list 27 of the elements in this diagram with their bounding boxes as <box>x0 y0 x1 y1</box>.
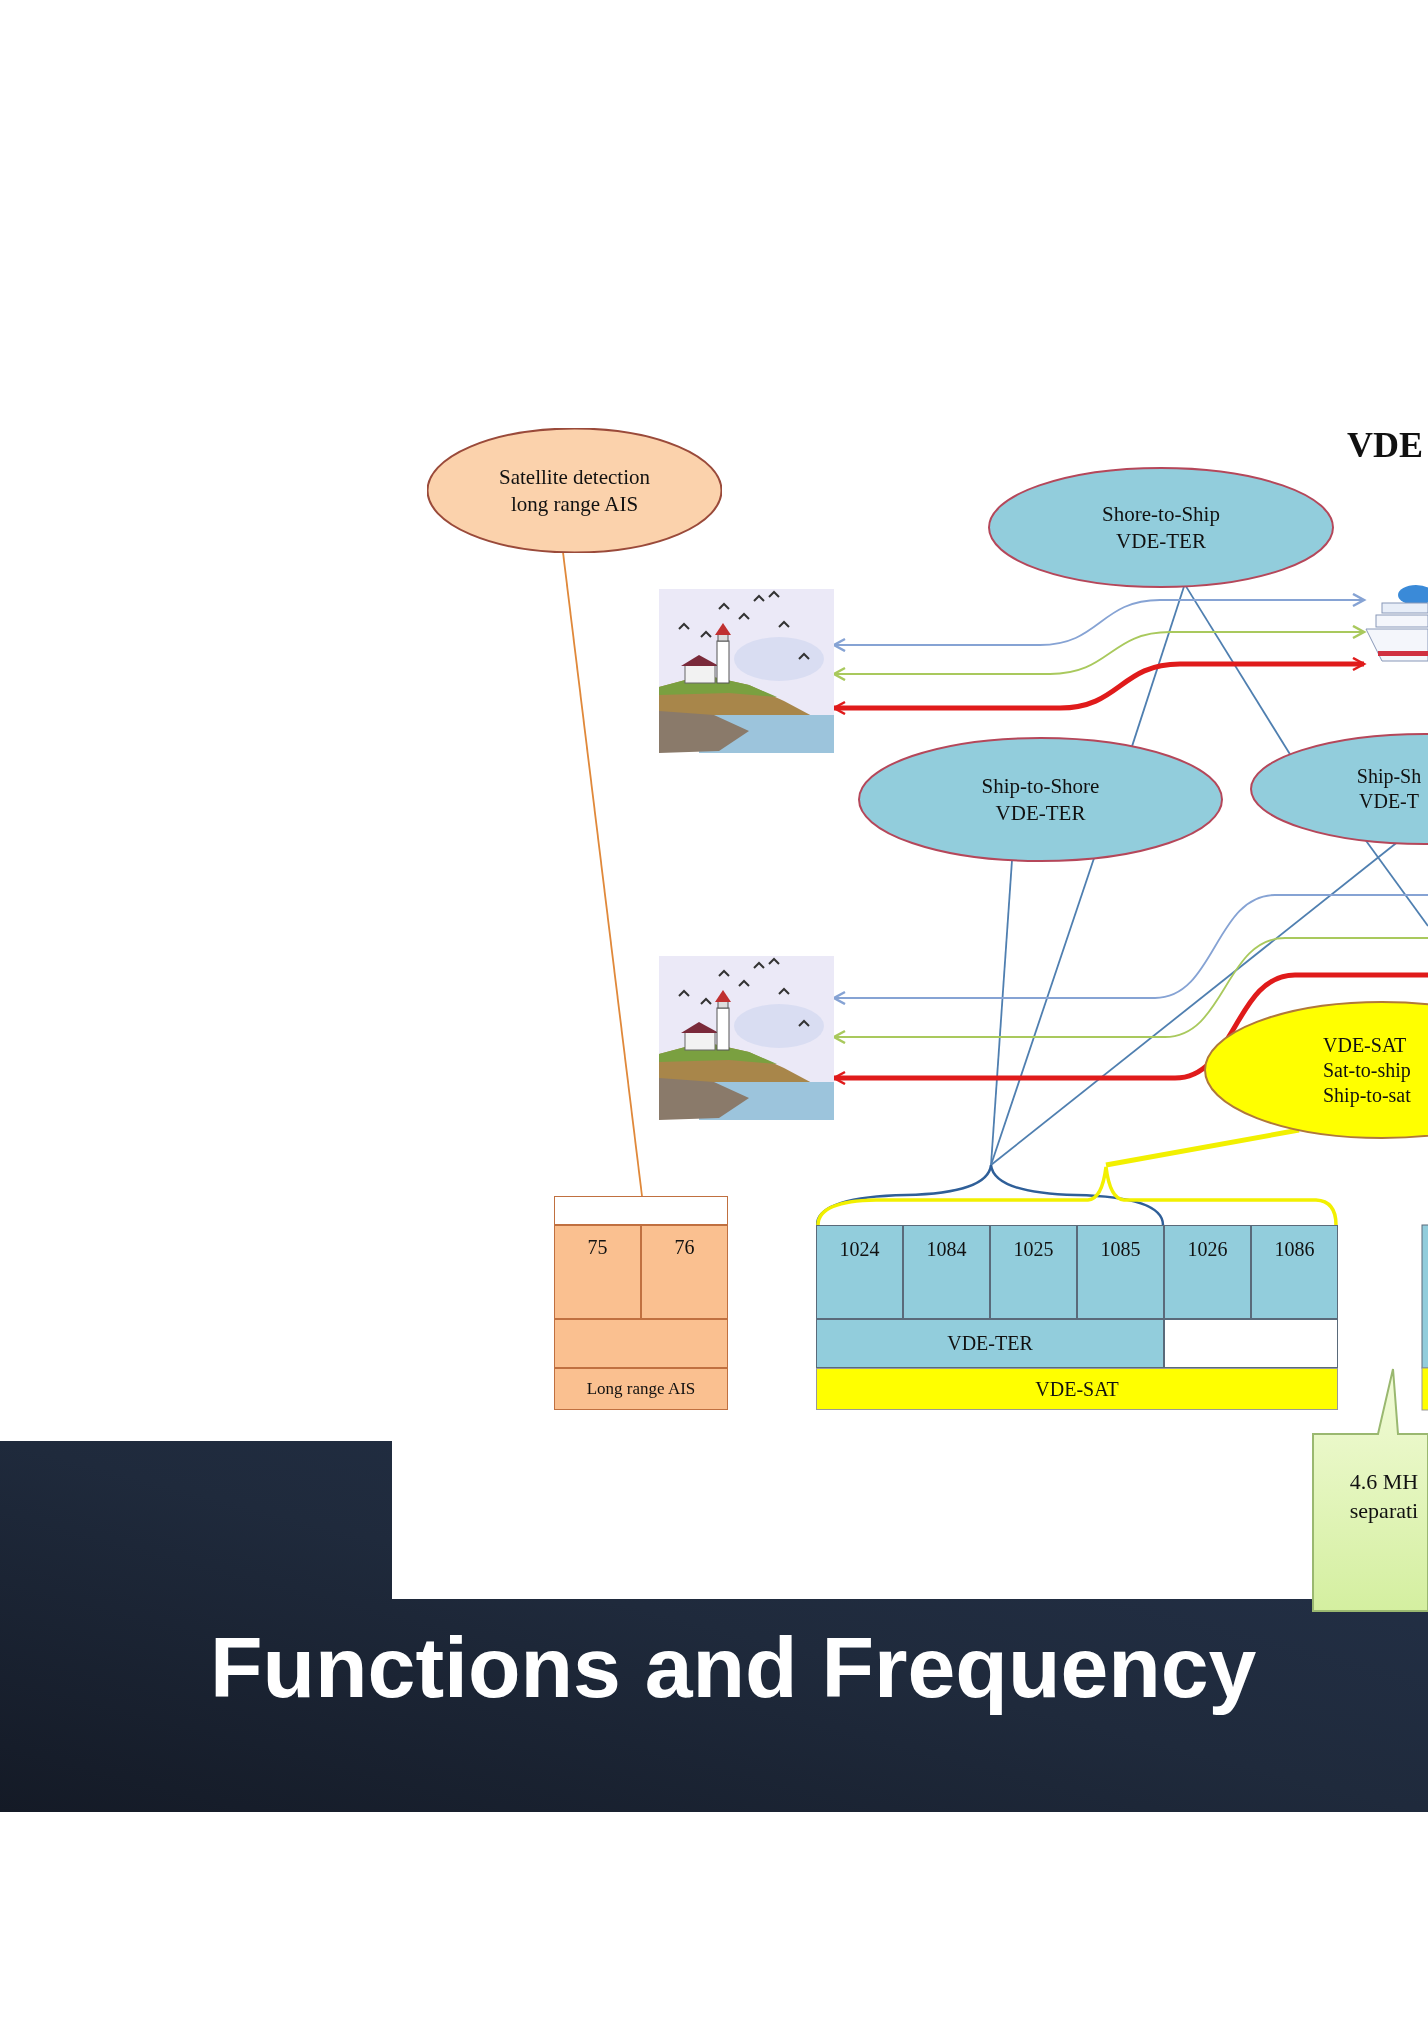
connector-line <box>1365 839 1428 927</box>
connector-line <box>990 859 1013 1166</box>
oval-label: VDE-SAT Sat-to-ship Ship-to-sat <box>1323 1032 1412 1108</box>
channel-cell: 1025 <box>990 1225 1077 1319</box>
channel-cell: 1086 <box>1251 1225 1338 1319</box>
connector-line <box>990 857 1095 1166</box>
oval-label: Ship-to-Shore VDE-TER <box>980 773 1101 826</box>
channel-cell: 1026 <box>1164 1225 1251 1319</box>
connector-line <box>1105 1127 1300 1168</box>
connector-line <box>990 842 1397 1166</box>
diagram-heading: VDE <box>1347 424 1423 466</box>
oval-label: Satellite detection long range AIS <box>498 464 651 517</box>
band-cell: VDE-TER <box>816 1319 1164 1368</box>
slide-title: Functions and Frequency <box>210 1618 1257 1717</box>
channel-cell: Long range AIS <box>554 1368 728 1410</box>
oval-label: Shore-to-Ship VDE-TER <box>1101 501 1221 554</box>
channel-cell: 76 <box>641 1225 728 1319</box>
oval-label: Ship-Sh VDE-T <box>1355 764 1423 814</box>
channel-cell: 75 <box>554 1225 641 1319</box>
connector-line <box>1131 585 1185 748</box>
band-cell: VDE-SAT <box>816 1368 1338 1410</box>
channel-cell: 1024 <box>816 1225 903 1319</box>
callout-text: 4.6 MH separati <box>1348 1468 1420 1525</box>
channel-cell: 1085 <box>1077 1225 1164 1319</box>
connector-line <box>1185 585 1291 756</box>
connector-line <box>562 551 643 1197</box>
channel-cell: 1084 <box>903 1225 990 1319</box>
